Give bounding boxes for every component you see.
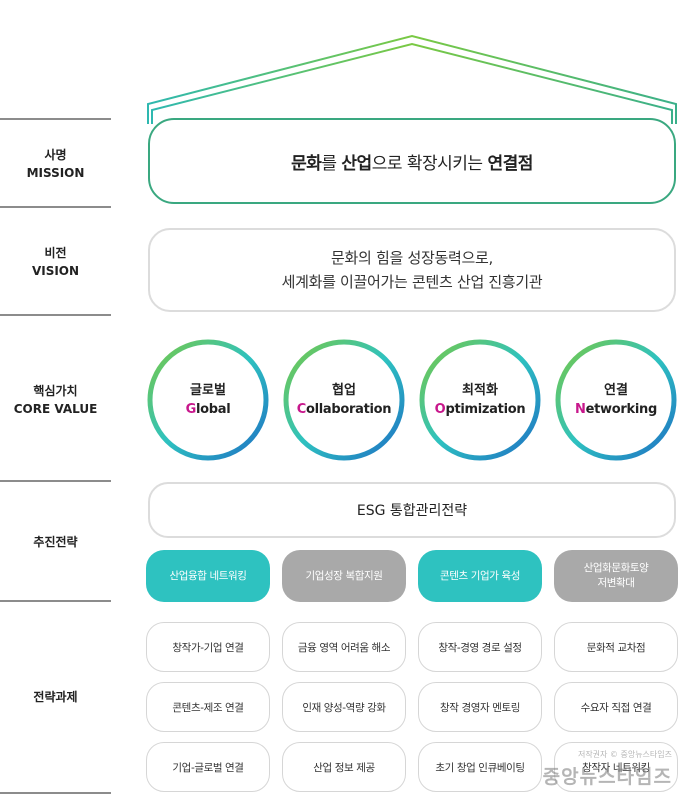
core-value-ring (283, 339, 405, 461)
roof-shape (147, 34, 677, 124)
task-label: 창작-경영 경로 설정 (438, 641, 522, 654)
task-item: 창작 경영자 멘토링 (418, 682, 542, 732)
row-divider (0, 118, 111, 120)
row-divider (0, 480, 111, 482)
mission-text: 문화를 산업으로 확장시키는 연결점 (291, 149, 533, 174)
core-value-networking: 연결 Networking (554, 338, 678, 462)
core-value-ko: 최적화 (462, 383, 498, 398)
row-label-tasks: 전략과제 (0, 688, 111, 706)
strategy-label: 산업화문화토양 (583, 562, 649, 574)
core-value-ring (419, 339, 541, 461)
task-item: 문화적 교차점 (554, 622, 678, 672)
row-label-ko: 핵심가치 (33, 384, 78, 398)
strategy-pill: 산업화문화토양 저변확대 (554, 550, 678, 602)
task-label: 문화적 교차점 (586, 641, 646, 654)
vision-box: 문화의 힘을 성장동력으로, 세계화를 이끌어가는 콘텐츠 산업 진흥기관 (148, 228, 676, 312)
core-value-en: Global (186, 400, 231, 419)
strategy-label: 산업융합 네트워킹 (169, 569, 247, 582)
task-item: 초기 창업 인큐베이팅 (418, 742, 542, 792)
row-label-ko: 사명 (44, 148, 67, 162)
task-label: 기업-글로벌 연결 (172, 761, 244, 774)
task-label: 수요자 직접 연결 (580, 701, 652, 714)
core-value-en: Optimization (435, 400, 526, 419)
task-label: 창작가-기업 연결 (172, 641, 244, 654)
row-divider (0, 206, 111, 208)
row-label-core-value: 핵심가치 CORE VALUE (0, 382, 111, 418)
core-value-rest: ollaboration (305, 402, 392, 417)
task-item: 창작-경영 경로 설정 (418, 622, 542, 672)
core-value-en: Networking (575, 400, 657, 419)
strategy-label: 기업성장 복합지원 (305, 569, 383, 582)
task-label: 인재 양성-역량 강화 (302, 701, 386, 714)
mission-box: 문화를 산업으로 확장시키는 연결점 (148, 118, 676, 204)
row-label-strategy: 추진전략 (0, 533, 111, 551)
row-divider (0, 792, 111, 794)
core-value-collaboration: 협업 Collaboration (282, 338, 406, 462)
task-item: 창작가-기업 연결 (146, 622, 270, 672)
watermark-sub: 저작권자 © 중앙뉴스타임즈 (577, 750, 672, 759)
core-value-ring (147, 339, 269, 461)
core-value-en: Collaboration (297, 400, 392, 419)
task-item: 금융 영역 어려움 해소 (282, 622, 406, 672)
mission-particle: 를 (321, 153, 342, 174)
task-item: 창작자 네트워킹 (554, 742, 678, 792)
row-label-ko: 추진전략 (33, 535, 78, 549)
core-value-ko: 글로벌 (190, 383, 226, 398)
esg-strategy-label: ESG 통합관리전략 (356, 503, 468, 519)
core-value-rest: ptimization (445, 402, 526, 417)
mission-word-culture: 문화 (291, 153, 322, 174)
row-divider (0, 600, 111, 602)
task-label: 창작자 네트워킹 (582, 761, 650, 774)
core-value-ring (555, 339, 677, 461)
core-value-initial: G (185, 402, 197, 417)
mission-middle: 으로 확장시키는 (371, 153, 488, 174)
task-item: 기업-글로벌 연결 (146, 742, 270, 792)
mission-word-link: 연결점 (487, 153, 533, 174)
watermark: 저작권자 © 중앙뉴스타임즈 중앙뉴스타임즈 (543, 749, 672, 789)
task-label: 금융 영역 어려움 해소 (297, 641, 391, 654)
core-value-initial: C (296, 402, 307, 417)
core-value-rest: etworking (585, 402, 658, 417)
task-label: 콘텐츠-제조 연결 (172, 701, 244, 714)
esg-strategy-box: ESG 통합관리전략 (148, 482, 676, 538)
watermark-main: 중앙뉴스타임즈 (542, 766, 672, 788)
row-label-mission: 사명 MISSION (0, 146, 111, 182)
core-value-ko: 협업 (332, 383, 356, 398)
row-label-en: CORE VALUE (13, 402, 98, 416)
core-value-global: 글로벌 Global (146, 338, 270, 462)
row-label-en: MISSION (26, 166, 85, 180)
row-divider (0, 314, 111, 316)
strategy-label: 콘텐츠 기업가 육성 (440, 569, 520, 582)
mission-word-industry: 산업 (341, 153, 372, 174)
vision-line-2: 세계화를 이끌어가는 콘텐츠 산업 진흥기관 (281, 273, 543, 291)
strategy-pill: 콘텐츠 기업가 육성 (418, 550, 542, 602)
strategy-pill: 산업융합 네트워킹 (146, 550, 270, 602)
vision-line-1: 문화의 힘을 성장동력으로, (331, 249, 493, 267)
core-value-initial: N (575, 402, 586, 417)
row-label-ko: 비전 (44, 246, 67, 260)
core-value-ko: 연결 (604, 383, 628, 398)
strategy-label-line-2: 저변확대 (597, 577, 635, 589)
task-label: 산업 정보 제공 (313, 761, 375, 774)
task-item: 콘텐츠-제조 연결 (146, 682, 270, 732)
core-value-rest: lobal (195, 402, 231, 417)
task-label: 초기 창업 인큐베이팅 (435, 761, 525, 774)
core-value-initial: O (434, 402, 446, 417)
row-label-en: VISION (31, 264, 80, 278)
task-item: 산업 정보 제공 (282, 742, 406, 792)
task-item: 수요자 직접 연결 (554, 682, 678, 732)
row-label-ko: 전략과제 (33, 690, 78, 704)
task-item: 인재 양성-역량 강화 (282, 682, 406, 732)
core-value-optimization: 최적화 Optimization (418, 338, 542, 462)
row-label-vision: 비전 VISION (0, 244, 111, 280)
task-label: 창작 경영자 멘토링 (440, 701, 520, 714)
strategy-pill: 기업성장 복합지원 (282, 550, 406, 602)
